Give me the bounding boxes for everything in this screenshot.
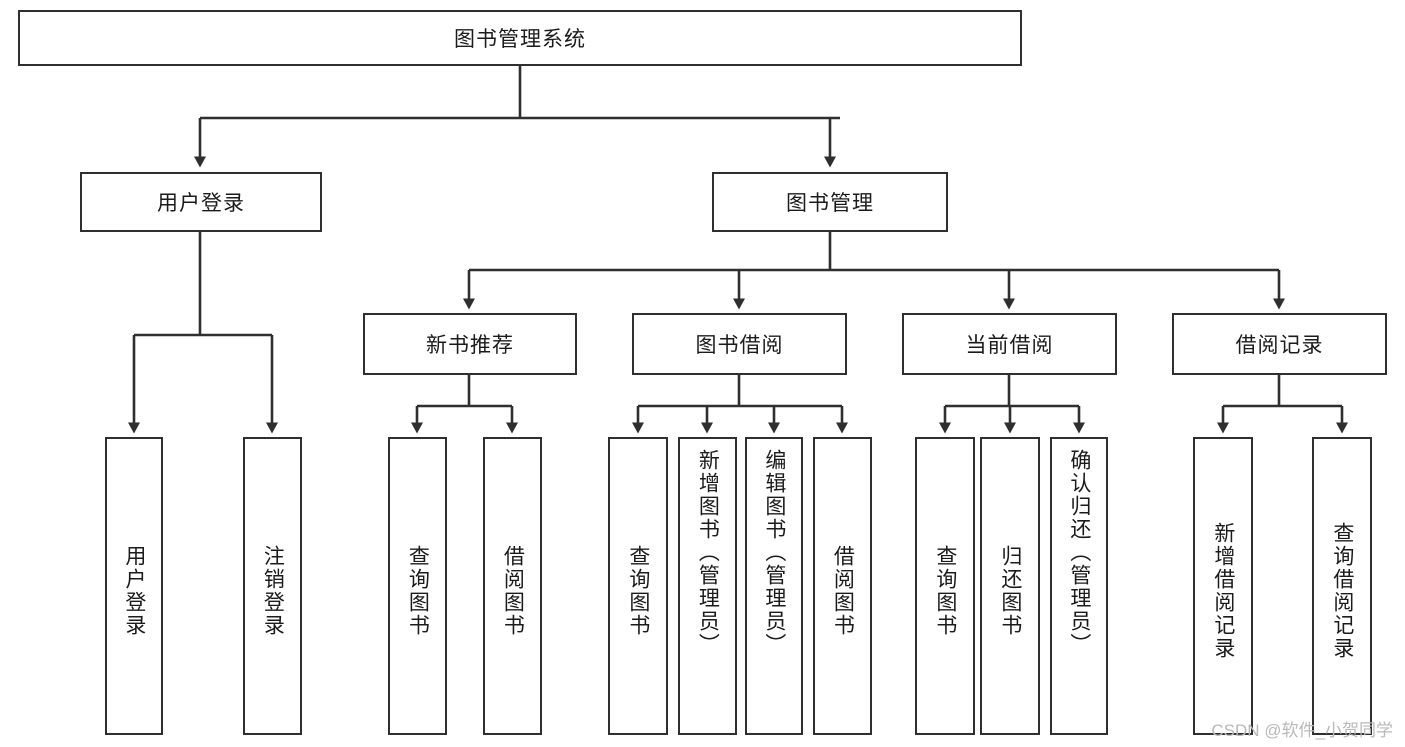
node-borrow-records[interactable]: 借阅记录 bbox=[1172, 313, 1387, 375]
watermark: CSDN @软件_小贺同学 bbox=[1211, 721, 1393, 740]
node-book-management[interactable]: 图书管理 bbox=[712, 172, 948, 232]
node-label: 查询图书 bbox=[933, 545, 957, 637]
node-label: 图书借阅 bbox=[695, 334, 784, 357]
node-current-borrow[interactable]: 当前借阅 bbox=[902, 313, 1117, 375]
node-label: 图书管理系统 bbox=[454, 28, 586, 51]
node-label: 借阅记录 bbox=[1235, 334, 1324, 357]
node-label: 图书管理 bbox=[786, 192, 874, 215]
node-label: 新增借阅记录 bbox=[1211, 522, 1235, 660]
node-label: 新书推荐 bbox=[426, 334, 514, 357]
node-leaf-logout[interactable]: 注销登录 bbox=[243, 437, 302, 735]
node-label: 编辑图书（管理员） bbox=[762, 449, 786, 656]
node-label: 查询借阅记录 bbox=[1330, 522, 1354, 660]
node-leaf-query-book-current[interactable]: 查询图书 bbox=[915, 437, 975, 735]
node-root[interactable]: 图书管理系统 bbox=[18, 10, 1022, 66]
node-label: 借阅图书 bbox=[831, 545, 855, 637]
node-user-login[interactable]: 用户登录 bbox=[80, 172, 322, 232]
node-leaf-add-book-admin[interactable]: 新增图书（管理员） bbox=[678, 437, 737, 735]
node-leaf-query-borrow-record[interactable]: 查询借阅记录 bbox=[1312, 437, 1372, 735]
node-label: 确认归还（管理员） bbox=[1067, 449, 1091, 656]
node-leaf-borrow-book-borrow[interactable]: 借阅图书 bbox=[813, 437, 872, 735]
node-leaf-edit-book-admin[interactable]: 编辑图书（管理员） bbox=[745, 437, 803, 735]
node-label: 注销登录 bbox=[261, 545, 285, 637]
node-label: 归还图书 bbox=[998, 545, 1022, 637]
node-label: 用户登录 bbox=[157, 192, 245, 215]
node-leaf-user-login[interactable]: 用户登录 bbox=[105, 437, 163, 735]
node-label: 用户登录 bbox=[122, 545, 146, 637]
node-new-book-recommend[interactable]: 新书推荐 bbox=[363, 313, 577, 375]
node-leaf-confirm-return-admin[interactable]: 确认归还（管理员） bbox=[1050, 437, 1108, 735]
node-leaf-query-book-borrow[interactable]: 查询图书 bbox=[608, 437, 668, 735]
node-label: 借阅图书 bbox=[501, 545, 525, 637]
node-leaf-borrow-book-newbook[interactable]: 借阅图书 bbox=[483, 437, 542, 735]
node-leaf-add-borrow-record[interactable]: 新增借阅记录 bbox=[1193, 437, 1253, 735]
node-leaf-return-book[interactable]: 归还图书 bbox=[980, 437, 1040, 735]
node-label: 当前借阅 bbox=[965, 334, 1054, 357]
node-label: 查询图书 bbox=[626, 545, 650, 637]
node-label: 查询图书 bbox=[406, 545, 430, 637]
node-book-borrow[interactable]: 图书借阅 bbox=[632, 313, 847, 375]
node-label: 新增图书（管理员） bbox=[696, 449, 720, 656]
node-leaf-query-book-newbook[interactable]: 查询图书 bbox=[388, 437, 447, 735]
